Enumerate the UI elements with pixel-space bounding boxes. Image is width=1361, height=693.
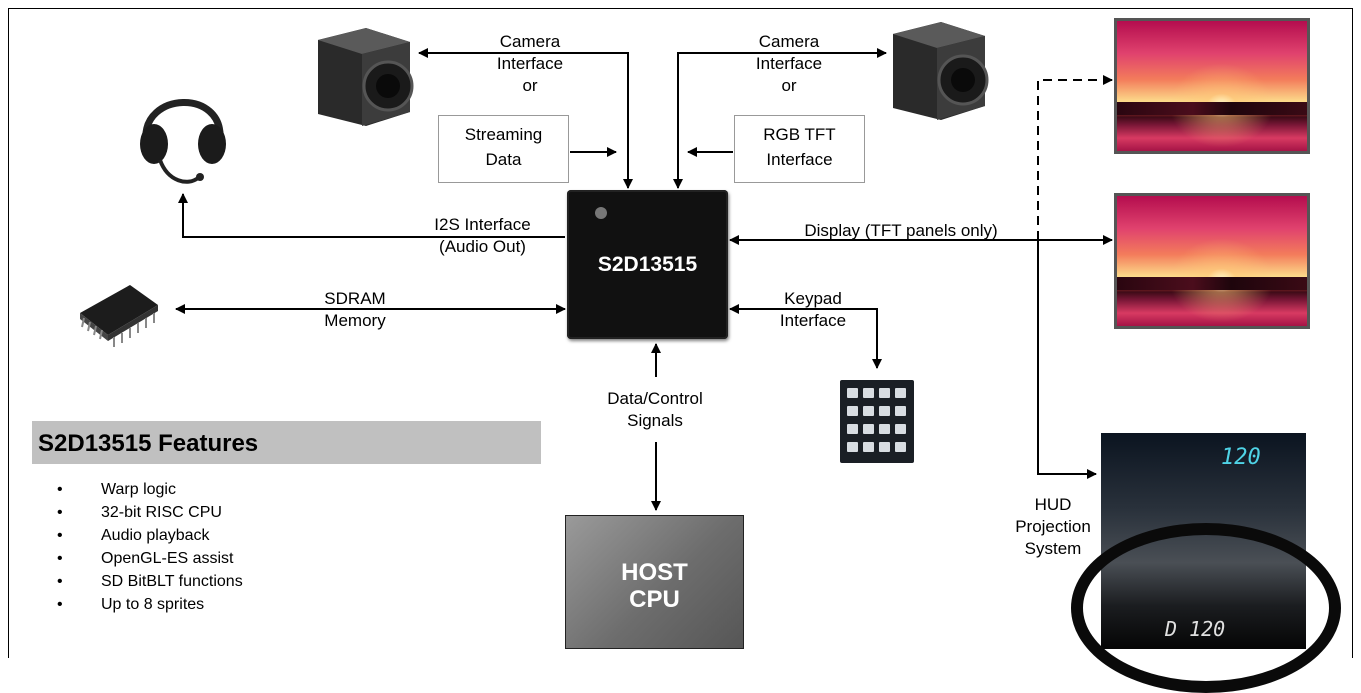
hud-line [1037,240,1097,479]
streaming-data-box: Streaming Data [438,115,569,183]
memory-chip-icon [80,285,158,347]
display-label: Display (TFT panels only) [804,221,998,240]
tft-panel-image [1114,193,1310,329]
hud-label: HUD Projection System [1015,495,1091,558]
camera-left-label: Camera Interface or [496,32,564,95]
i2s-line [178,193,565,238]
camera-icon [318,28,414,126]
speedometer-readout: D 120 [1165,617,1226,641]
camera-right-line [673,48,887,189]
pin1-marker [595,207,607,219]
steering-wheel [1071,523,1341,693]
feature-item: Warp logic [57,478,243,501]
rgb-tft-box: RGB TFT Interface [734,115,865,183]
chip-name: S2D13515 [597,253,698,276]
connection-lines [80,22,1113,511]
camera-right-label: Camera Interface or [755,32,823,95]
camera-left-line [418,48,633,189]
feature-item: 32-bit RISC CPU [57,501,243,524]
i2s-label: I2S Interface (Audio Out) [434,215,531,256]
features-list: Warp logic 32-bit RISC CPU Audio playbac… [57,478,243,616]
features-header: S2D13515 Features [32,421,541,464]
data-control-label: Data/Control Signals [607,389,703,430]
hud-dashed-line [1037,75,1113,240]
hud-dashboard-image: 120 D 120 [1071,433,1341,693]
keypad-icon [840,380,914,463]
feature-item: SD BitBLT functions [57,570,243,593]
hud-readout: 120 [1221,445,1261,470]
s2d13515-chip: S2D13515 [567,190,728,339]
tft-panel-image [1114,18,1310,154]
sdram-label: SDRAM Memory [324,289,386,330]
headset-icon [140,99,226,184]
feature-item: Audio playback [57,524,243,547]
keypad-label: Keypad Interface [779,289,847,330]
camera-icon [893,22,989,120]
diagram-frame [8,8,1353,658]
keypad-line [729,304,882,369]
feature-item: Up to 8 sprites [57,593,243,616]
features-title: S2D13515 Features [38,430,259,457]
feature-item: OpenGL-ES assist [57,547,243,570]
host-cpu-label: HOST CPU [621,559,688,613]
host-cpu-block: HOST CPU [565,515,744,649]
